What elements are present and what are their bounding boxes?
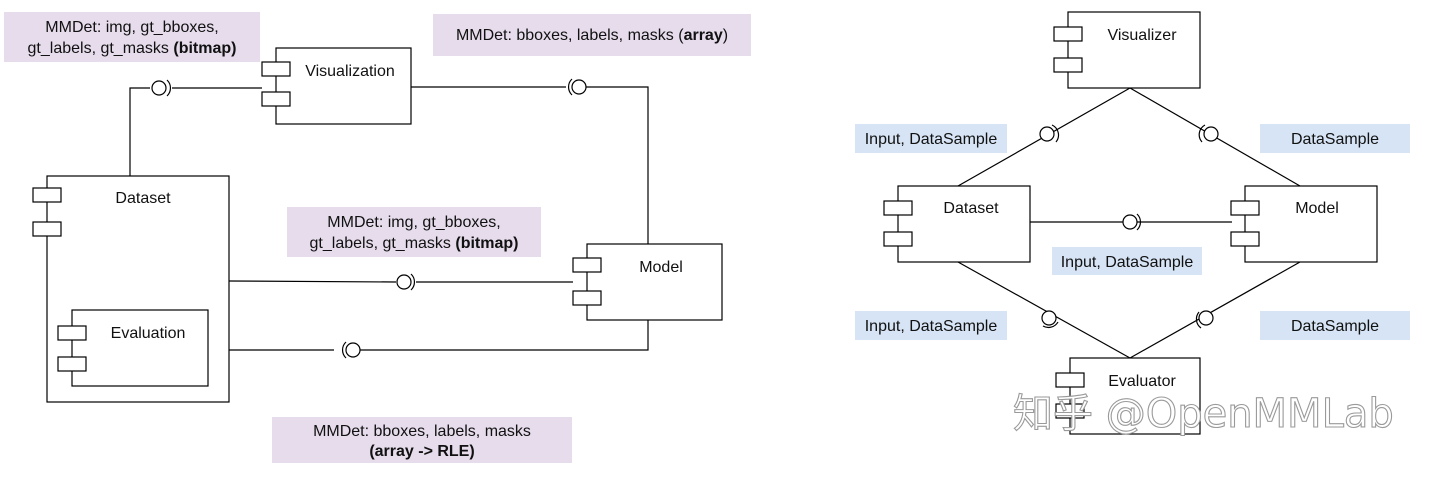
component-icon-evaluator-bottom — [1055, 403, 1085, 419]
interface-socket-r3 — [1136, 213, 1141, 231]
component-icon-model-right-bottom — [1230, 231, 1260, 247]
component-model-right[interactable] — [1244, 185, 1378, 263]
interface-ball-r5 — [1198, 310, 1214, 326]
left-diagram: MMDet: img, gt_bboxes, gt_labels, gt_mas… — [4, 12, 751, 463]
wire-dataset-model-a — [228, 280, 397, 283]
interface-socket-2 — [568, 78, 573, 96]
component-dataset-right[interactable] — [897, 185, 1031, 263]
component-icon-dataset-right-bottom — [883, 231, 913, 247]
note-lower-left-bg — [855, 311, 1007, 340]
note-center: Input, DataSample — [1061, 254, 1194, 271]
interface-ball-r1 — [1039, 126, 1055, 142]
component-dataset-label: Dataset — [115, 190, 171, 207]
note-bottom-line1: MMDet: bboxes, labels, masks — [313, 423, 531, 440]
note-upper-right: DataSample — [1291, 131, 1379, 148]
note-lower-right-bg — [1260, 311, 1410, 340]
note-top-left-bg — [4, 12, 260, 62]
component-visualization-label: Visualization — [305, 63, 395, 80]
component-evaluation[interactable] — [71, 309, 209, 387]
note-bottom-bg — [272, 417, 572, 463]
note-top-right: MMDet: bboxes, labels, masks (array) — [456, 27, 728, 44]
component-icon-dataset-bottom — [32, 221, 62, 237]
component-icon-evaluation-top — [57, 325, 87, 341]
component-icon-evaluation-bottom — [57, 356, 87, 372]
note-middle-bg — [287, 207, 541, 257]
component-evaluator[interactable] — [1069, 357, 1201, 435]
right-diagram: Input, DataSample DataSample Input, Data… — [855, 11, 1410, 438]
interface-ball-r2 — [1203, 126, 1219, 142]
component-evaluator-label: Evaluator — [1108, 373, 1176, 390]
component-icon-model-bottom — [572, 290, 602, 306]
component-icon-dataset-right-top — [883, 200, 913, 216]
component-icon-dataset-top — [32, 187, 62, 203]
note-top-right-bg — [433, 14, 751, 56]
wire-evaluation-model — [356, 320, 649, 351]
note-center-bg — [1052, 247, 1202, 275]
note-lower-left: Input, DataSample — [865, 318, 998, 335]
interface-ball-2 — [571, 79, 587, 95]
component-icon-visualization-top — [261, 61, 291, 77]
component-dataset-right-label: Dataset — [943, 200, 999, 217]
component-icon-model-top — [572, 257, 602, 273]
note-bottom-line2: (array -> RLE) — [369, 443, 474, 460]
interface-socket-1 — [166, 79, 171, 97]
component-evaluation-label: Evaluation — [111, 325, 186, 342]
note-lower-right: DataSample — [1291, 318, 1379, 335]
interface-ball-3 — [396, 274, 412, 290]
component-model-right-label: Model — [1295, 200, 1339, 217]
wire-to-model-top — [582, 86, 649, 244]
component-visualizer-label: Visualizer — [1107, 27, 1177, 44]
wire-dataset-up — [129, 87, 150, 176]
component-icon-visualization-bottom — [261, 91, 291, 107]
watermark: 知乎 @OpenMMLab — [1013, 391, 1394, 437]
component-visualization[interactable] — [275, 47, 412, 125]
interface-socket-3 — [410, 273, 415, 291]
component-model[interactable] — [586, 243, 723, 321]
interface-socket-4 — [342, 341, 347, 359]
interface-ball-1 — [151, 80, 167, 96]
component-model-label: Model — [639, 259, 683, 276]
component-visualizer[interactable] — [1067, 11, 1201, 89]
wire-model-evaluator — [1129, 261, 1301, 359]
note-top-left-line2: gt_labels, gt_masks (bitmap) — [28, 40, 237, 57]
interface-socket-r2 — [1198, 124, 1206, 143]
note-middle-line1: MMDet: img, gt_bboxes, — [327, 214, 500, 231]
interface-socket-r4 — [1042, 321, 1059, 329]
component-icon-visualizer-bottom — [1053, 57, 1083, 73]
interface-ball-r4 — [1041, 310, 1057, 326]
interface-ball-4 — [345, 342, 361, 358]
component-icon-visualizer-top — [1053, 26, 1083, 42]
note-middle-line2: gt_labels, gt_masks (bitmap) — [310, 235, 519, 252]
component-icon-model-right-top — [1230, 200, 1260, 216]
interface-socket-r1 — [1051, 124, 1060, 143]
note-upper-left: Input, DataSample — [865, 131, 998, 148]
interface-ball-r3 — [1122, 214, 1138, 230]
component-icon-evaluator-top — [1055, 372, 1085, 388]
note-upper-right-bg — [1260, 124, 1410, 153]
note-top-left-line1: MMDet: img, gt_bboxes, — [45, 19, 218, 36]
note-upper-left-bg — [855, 124, 1007, 153]
wire-dataset-evaluator — [957, 261, 1131, 359]
interface-socket-r5 — [1195, 311, 1202, 329]
